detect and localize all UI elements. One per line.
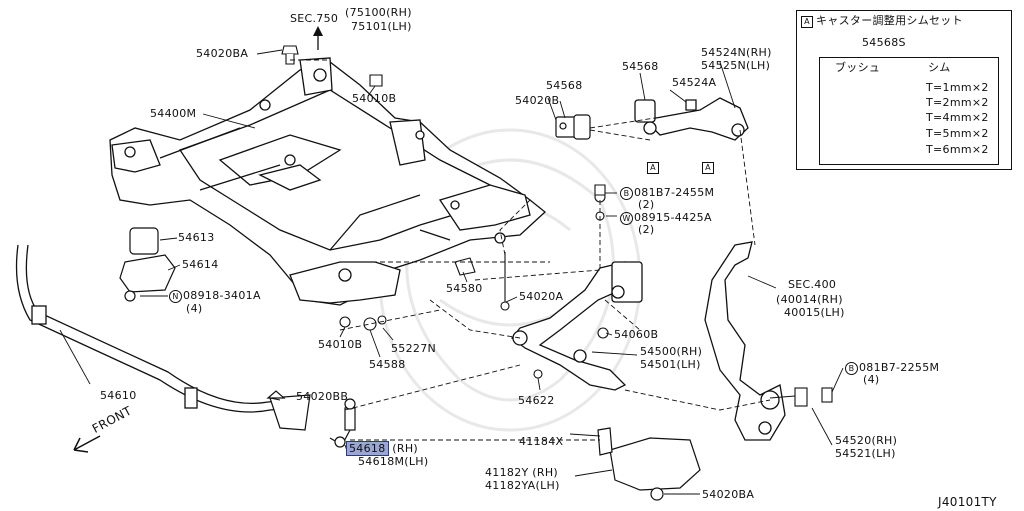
qty-label: (2) <box>638 223 655 236</box>
part-label-54020B: 54020B <box>515 94 560 107</box>
circle-n-icon: N <box>169 290 182 303</box>
sec400-rh: (40014(RH) <box>776 293 843 306</box>
part-label-54614: 54614 <box>182 258 219 271</box>
part-label-41182YA: 41182YA(LH) <box>485 479 560 492</box>
legend-shim-size: T=5mm×2 <box>926 127 989 140</box>
steering-knuckle <box>704 241 786 441</box>
legend-title-text: キャスター調整用シムセット <box>816 14 963 27</box>
legend-shim-size: T=2mm×2 <box>926 96 989 109</box>
part-number-text: 081B7-2255M <box>859 361 940 374</box>
marker-a-box: A <box>702 162 714 174</box>
part-label-54020BA: 54020BA <box>702 488 755 501</box>
sec750-arrow <box>313 26 323 50</box>
diagram-code: J40101TY <box>938 495 997 509</box>
part-label-54588: 54588 <box>369 358 406 371</box>
legend-shim-size: T=1mm×2 <box>926 81 989 94</box>
part-label-54501: 54501(LH) <box>640 358 701 371</box>
stabilizer-bar <box>15 244 296 413</box>
bolts-top <box>281 45 383 87</box>
part-suffix: (RH) <box>392 442 418 455</box>
marker-a-box: A <box>647 162 659 174</box>
compression-bushing <box>555 114 591 140</box>
part-label-54580: 54580 <box>446 282 483 295</box>
legend-part-number: 54568S <box>862 36 906 49</box>
circle-w-icon: W <box>620 212 633 225</box>
part-label-55227N: 55227N <box>391 342 437 355</box>
part-label-54618M-lh: 54618M(LH) <box>358 455 429 468</box>
part-label-54568: 54568 <box>546 79 583 92</box>
part-label-54500: 54500(RH) <box>640 345 703 358</box>
legend-inner-box <box>819 57 999 165</box>
part-label-54618-rh: 54618 (RH) <box>346 441 418 456</box>
knuckle-bolts <box>769 387 833 407</box>
circle-b-icon: B <box>620 187 633 200</box>
part-label-54525N: 54525N(LH) <box>701 59 771 72</box>
part-label-54010B: 54010B <box>352 92 397 105</box>
legend-bush-label: ブッシュ <box>835 61 881 74</box>
part-label-54613: 54613 <box>178 231 215 244</box>
sec750-lh: 75101(LH) <box>351 20 412 33</box>
part-label-54020BA: 54020BA <box>196 47 249 60</box>
part-number-text: 08915-4425A <box>634 211 712 224</box>
upper-link <box>634 97 749 141</box>
qty-label: (2) <box>638 198 655 211</box>
part-number-text: 08918-3401A <box>183 289 261 302</box>
part-label-41184X: 41184X <box>519 435 564 448</box>
qty-label: (4) <box>863 373 880 386</box>
sec750-rh: (75100(RH) <box>345 6 412 19</box>
part-label-54060B: 54060B <box>614 328 659 341</box>
legend-shim-size: T=6mm×2 <box>926 143 989 156</box>
legend-marker: A <box>801 16 813 28</box>
legend-box <box>796 10 1012 170</box>
part-label-54610: 54610 <box>100 389 137 402</box>
part-label-54622: 54622 <box>518 394 555 407</box>
part-label-54020A: 54020A <box>519 290 564 303</box>
part-label-54020BB: 54020BB <box>296 390 349 403</box>
part-label-54524A: 54524A <box>672 76 717 89</box>
part-number-text: 081B7-2455M <box>634 186 715 199</box>
highlighted-part: 54618 <box>346 441 389 456</box>
lower-control-arm <box>511 261 643 391</box>
leader-dashed <box>290 59 771 441</box>
subframe-54400M <box>109 57 546 306</box>
marker-a: A <box>647 161 662 174</box>
sec400-title: SEC.400 <box>788 278 837 291</box>
part-label-54010B: 54010B <box>318 338 363 351</box>
marker-a: A <box>702 161 717 174</box>
qty-label: (4) <box>186 302 203 315</box>
stabilizer-bushing <box>119 227 176 302</box>
part-label-54400M: 54400M <box>150 107 197 120</box>
brake-bracket <box>597 427 701 501</box>
sec400-lh: 40015(LH) <box>784 306 845 319</box>
part-label-54524N: 54524N(RH) <box>701 46 772 59</box>
part-label-54521: 54521(LH) <box>835 447 896 460</box>
legend-shim-label: シム <box>928 61 951 74</box>
circle-b-icon: B <box>845 362 858 375</box>
part-label-54520: 54520(RH) <box>835 434 898 447</box>
legend-shim-size: T=4mm×2 <box>926 111 989 124</box>
part-label-41182Y: 41182Y (RH) <box>485 466 559 479</box>
sec750-title: SEC.750 <box>290 12 339 25</box>
stabilizer-link <box>266 390 356 448</box>
part-label-54568: 54568 <box>622 60 659 73</box>
front-arrow <box>73 435 101 453</box>
